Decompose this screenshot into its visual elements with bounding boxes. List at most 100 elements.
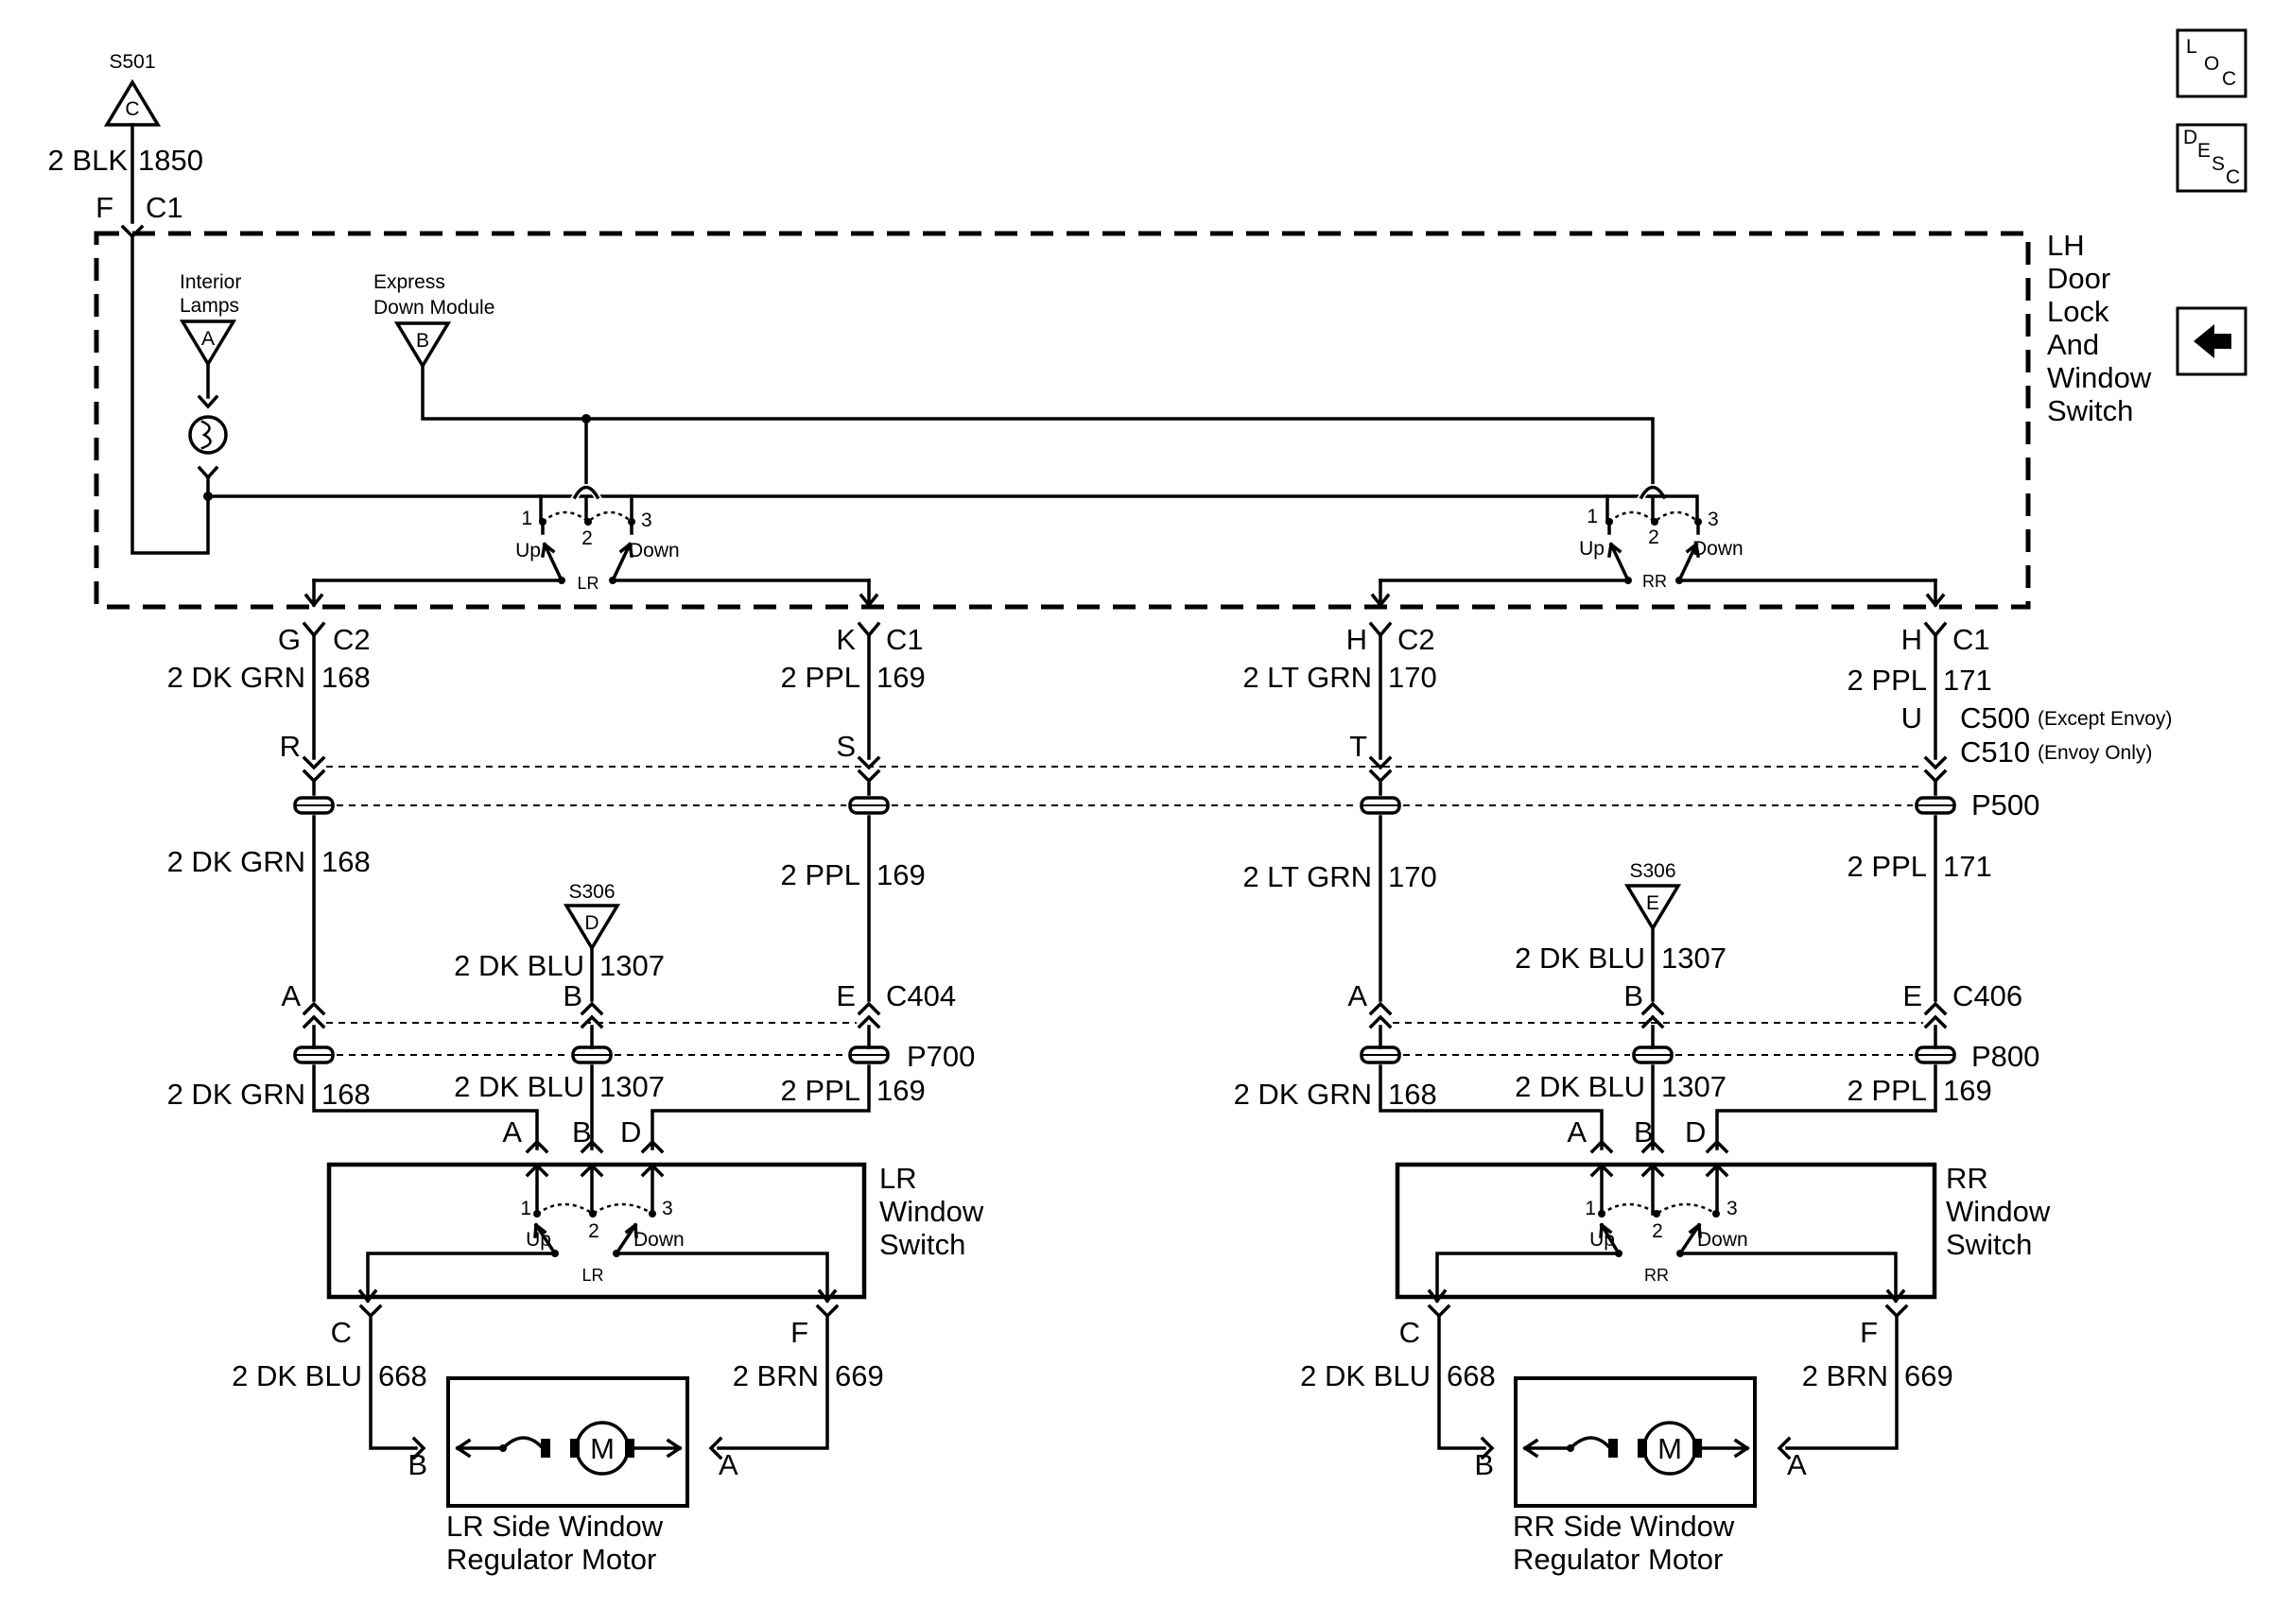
svg-text:G: G xyxy=(278,623,301,656)
svg-text:(Envoy Only): (Envoy Only) xyxy=(2038,742,2152,764)
svg-text:P500: P500 xyxy=(1971,788,2039,821)
interior-lamps: Interior Lamps A xyxy=(179,271,241,501)
svg-text:K: K xyxy=(836,623,856,656)
lr-window-switch-label: LR Window Switch xyxy=(879,1162,984,1261)
svg-text:RR: RR xyxy=(1946,1162,1988,1195)
p700-p800-clips xyxy=(293,1045,1956,1064)
svg-text:S: S xyxy=(2212,153,2225,175)
lr-window-motor: M xyxy=(446,1376,689,1508)
svg-text:S306: S306 xyxy=(1629,860,1675,882)
svg-text:C500: C500 xyxy=(1960,701,2030,734)
svg-text:2 BRN: 2 BRN xyxy=(733,1359,819,1392)
svg-text:2 DK BLU: 2 DK BLU xyxy=(1515,1070,1645,1103)
svg-text:2 LT GRN: 2 LT GRN xyxy=(1242,860,1372,893)
run-1307-right-labels: 2 DK BLU 1307 B 2 DK BLU 1307 xyxy=(1515,942,1726,1103)
svg-text:U: U xyxy=(1901,701,1922,734)
svg-text:Down: Down xyxy=(629,540,680,561)
svg-text:A: A xyxy=(201,328,215,350)
svg-text:2 PPL: 2 PPL xyxy=(1848,850,1927,883)
location-nav-button[interactable]: L O C xyxy=(2176,28,2247,98)
svg-text:A: A xyxy=(1787,1448,1807,1481)
run-169-labels: K C1 2 PPL 169 S 2 PPL 169 E C404 P700 2… xyxy=(781,623,976,1107)
svg-text:R: R xyxy=(280,730,301,763)
svg-text:2: 2 xyxy=(581,527,593,549)
svg-text:B: B xyxy=(416,330,429,352)
svg-text:D: D xyxy=(584,912,599,934)
svg-text:P800: P800 xyxy=(1971,1040,2039,1073)
svg-text:E: E xyxy=(836,979,856,1012)
svg-text:168: 168 xyxy=(321,845,371,878)
svg-text:LR: LR xyxy=(581,1266,603,1285)
svg-text:B: B xyxy=(1474,1448,1494,1481)
svg-text:O: O xyxy=(2204,53,2219,75)
svg-text:3: 3 xyxy=(1726,1198,1738,1219)
svg-text:A: A xyxy=(1567,1115,1587,1149)
back-nav-button[interactable] xyxy=(2176,306,2247,376)
p500-clips xyxy=(293,796,1956,815)
lh-switch-label: LH Door Lock And Window Switch xyxy=(2047,229,2152,427)
svg-text:668: 668 xyxy=(1447,1359,1496,1392)
splice-s501-letter: C xyxy=(125,98,139,120)
svg-text:2 DK BLU: 2 DK BLU xyxy=(454,949,584,982)
lr-motor-label: LR Side Window Regulator Motor xyxy=(446,1510,664,1576)
rr-window-switch-box xyxy=(1395,1162,1937,1300)
svg-text:171: 171 xyxy=(1943,664,1992,697)
lr-window-switch-box xyxy=(326,1162,867,1300)
svg-text:170: 170 xyxy=(1388,860,1437,893)
svg-text:D: D xyxy=(1685,1115,1706,1149)
svg-text:B: B xyxy=(1634,1115,1654,1149)
svg-text:C406: C406 xyxy=(1952,979,2022,1012)
motor-symbol: M xyxy=(1657,1432,1682,1465)
lh-switch-boundary xyxy=(94,231,2031,610)
svg-text:A: A xyxy=(719,1448,738,1481)
svg-text:(Except Envoy): (Except Envoy) xyxy=(2038,708,2172,730)
svg-text:2 PPL: 2 PPL xyxy=(1848,1074,1927,1107)
svg-text:C510: C510 xyxy=(1960,735,2030,769)
splice-s501: C S501 xyxy=(103,51,162,127)
svg-text:2 DK GRN: 2 DK GRN xyxy=(167,661,305,694)
svg-text:2 DK BLU: 2 DK BLU xyxy=(1300,1359,1431,1392)
svg-text:169: 169 xyxy=(876,661,926,694)
svg-text:C: C xyxy=(1399,1316,1420,1349)
svg-text:669: 669 xyxy=(835,1359,884,1392)
motor-symbol: M xyxy=(590,1432,615,1465)
rr-motor-label: RR Side Window Regulator Motor xyxy=(1513,1510,1735,1576)
lr-switch-pins: A B D A B D xyxy=(502,1115,1706,1149)
svg-text:And: And xyxy=(2047,328,2099,361)
svg-text:2: 2 xyxy=(1648,527,1659,548)
svg-text:2 PPL: 2 PPL xyxy=(781,858,860,891)
svg-text:1307: 1307 xyxy=(599,949,665,982)
svg-text:T: T xyxy=(1349,730,1367,763)
svg-text:C1: C1 xyxy=(1952,623,1990,656)
lr-window-switch-contacts xyxy=(357,1202,838,1304)
svg-text:L: L xyxy=(2186,36,2197,58)
svg-text:Door: Door xyxy=(2047,262,2110,295)
svg-text:F: F xyxy=(790,1316,808,1349)
svg-text:Switch: Switch xyxy=(2047,394,2133,427)
svg-text:C404: C404 xyxy=(886,979,956,1012)
svg-text:F: F xyxy=(1860,1316,1878,1349)
svg-text:3: 3 xyxy=(662,1198,673,1219)
svg-text:Switch: Switch xyxy=(1946,1228,2032,1261)
svg-text:RR Side Window: RR Side Window xyxy=(1513,1510,1735,1543)
svg-text:Regulator Motor: Regulator Motor xyxy=(1513,1543,1723,1576)
feed-connector: C1 xyxy=(146,191,183,224)
run-1307-left-labels: 2 DK BLU 1307 B 2 DK BLU 1307 xyxy=(454,949,665,1103)
svg-text:Down: Down xyxy=(633,1229,685,1251)
description-nav-button[interactable]: D E S C xyxy=(2176,123,2247,193)
feed-circuit: 1850 xyxy=(138,144,203,177)
svg-text:C1: C1 xyxy=(886,623,924,656)
rr-window-switch-contacts xyxy=(1427,1202,1906,1304)
svg-text:RR: RR xyxy=(1644,1266,1669,1285)
svg-text:1: 1 xyxy=(1585,1198,1596,1219)
svg-text:B: B xyxy=(572,1115,592,1149)
svg-text:2 DK BLU: 2 DK BLU xyxy=(454,1070,584,1103)
svg-text:C: C xyxy=(2222,68,2236,90)
svg-text:A: A xyxy=(1347,979,1367,1012)
svg-text:3: 3 xyxy=(1708,509,1719,530)
svg-text:2 LT GRN: 2 LT GRN xyxy=(1242,661,1372,694)
svg-text:2 BRN: 2 BRN xyxy=(1802,1359,1888,1392)
svg-text:Up: Up xyxy=(1589,1229,1615,1251)
feed-wire-color: 2 BLK xyxy=(48,144,129,177)
